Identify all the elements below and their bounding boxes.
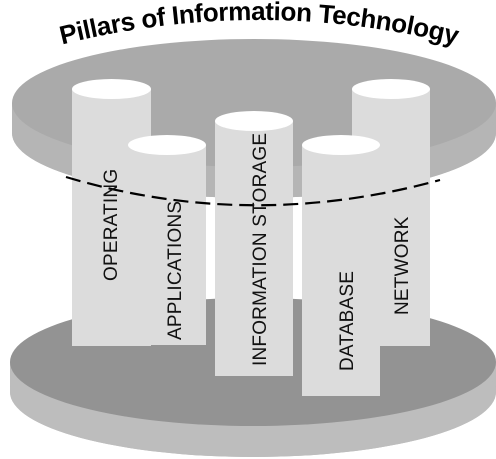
pillar-label-database: DATABASE — [337, 271, 358, 371]
pillar-database — [302, 135, 380, 396]
pillar-label-operating: OPERATING — [101, 169, 122, 281]
pillar-label-information-storage: INFORMATION STORAGE — [250, 133, 271, 366]
pillar-label-applications: APPLICATIONS — [165, 201, 186, 340]
pillar-applications — [128, 135, 206, 345]
pillar-label-network: NETWORK — [392, 216, 413, 315]
top-disc-dashed-edge — [65, 175, 441, 207]
pillar-information-storage — [215, 111, 293, 376]
